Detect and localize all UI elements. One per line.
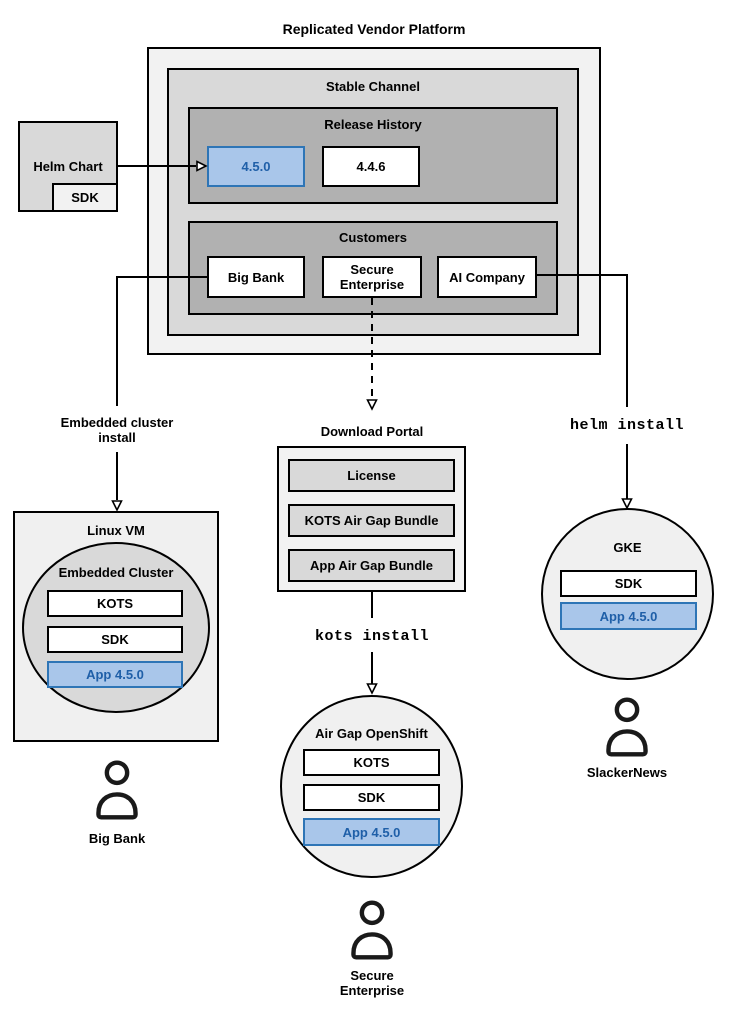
- portal-arrowhead: [366, 683, 378, 695]
- helm-chart-title: Helm Chart: [33, 159, 103, 174]
- stable-channel-title: Stable Channel: [326, 79, 420, 94]
- secure-dashed-arrowhead: [366, 399, 378, 411]
- helm-chart-sdk-box: SDK: [52, 183, 118, 212]
- embedded-cluster-install-label: Embedded cluster install: [60, 415, 174, 445]
- openshift-sdk-box: SDK: [303, 784, 440, 811]
- helm-install-label: helm install: [569, 417, 685, 434]
- linux-vm-title: Linux VM: [87, 523, 145, 538]
- gke-app-box: App 4.5.0: [560, 602, 697, 630]
- release-4-5-0: 4.5.0: [207, 146, 305, 187]
- portal-license-box: License: [288, 459, 455, 492]
- release-4-4-6: 4.4.6: [322, 146, 420, 187]
- diagram-title: Replicated Vendor Platform: [282, 21, 466, 37]
- release-history-title: Release History: [324, 117, 422, 132]
- portal-kots-bundle-box: KOTS Air Gap Bundle: [288, 504, 455, 537]
- customer-big-bank: Big Bank: [207, 256, 305, 298]
- openshift-kots-box: KOTS: [303, 749, 440, 776]
- slackernews-user-icon: [606, 697, 648, 757]
- secure-enterprise-user-icon: [351, 900, 393, 960]
- gke-sdk-box: SDK: [560, 570, 697, 597]
- download-portal-title: Download Portal: [320, 424, 424, 439]
- secure-enterprise-user-label: Secure Enterprise: [339, 968, 405, 998]
- embedded-cluster-app-box: App 4.5.0: [47, 661, 183, 688]
- portal-app-bundle-box: App Air Gap Bundle: [288, 549, 455, 582]
- slackernews-user-label: SlackerNews: [586, 765, 668, 780]
- customer-ai-company: AI Company: [437, 256, 537, 298]
- openshift-app-box: App 4.5.0: [303, 818, 440, 846]
- embedded-cluster-title: Embedded Cluster: [58, 565, 174, 580]
- big-bank-arrowhead: [111, 500, 123, 512]
- embedded-cluster-kots-box: KOTS: [47, 590, 183, 617]
- big-bank-user-icon: [96, 760, 138, 820]
- air-gap-openshift-title: Air Gap OpenShift: [315, 726, 428, 741]
- gke-title: GKE: [613, 540, 642, 555]
- embedded-cluster-sdk-box: SDK: [47, 626, 183, 653]
- ai-company-arrowhead: [621, 498, 633, 510]
- customer-secure-enterprise: Secure Enterprise: [322, 256, 422, 298]
- kots-install-label: kots install: [314, 628, 430, 645]
- big-bank-user-label: Big Bank: [88, 831, 146, 846]
- customers-title: Customers: [339, 230, 407, 245]
